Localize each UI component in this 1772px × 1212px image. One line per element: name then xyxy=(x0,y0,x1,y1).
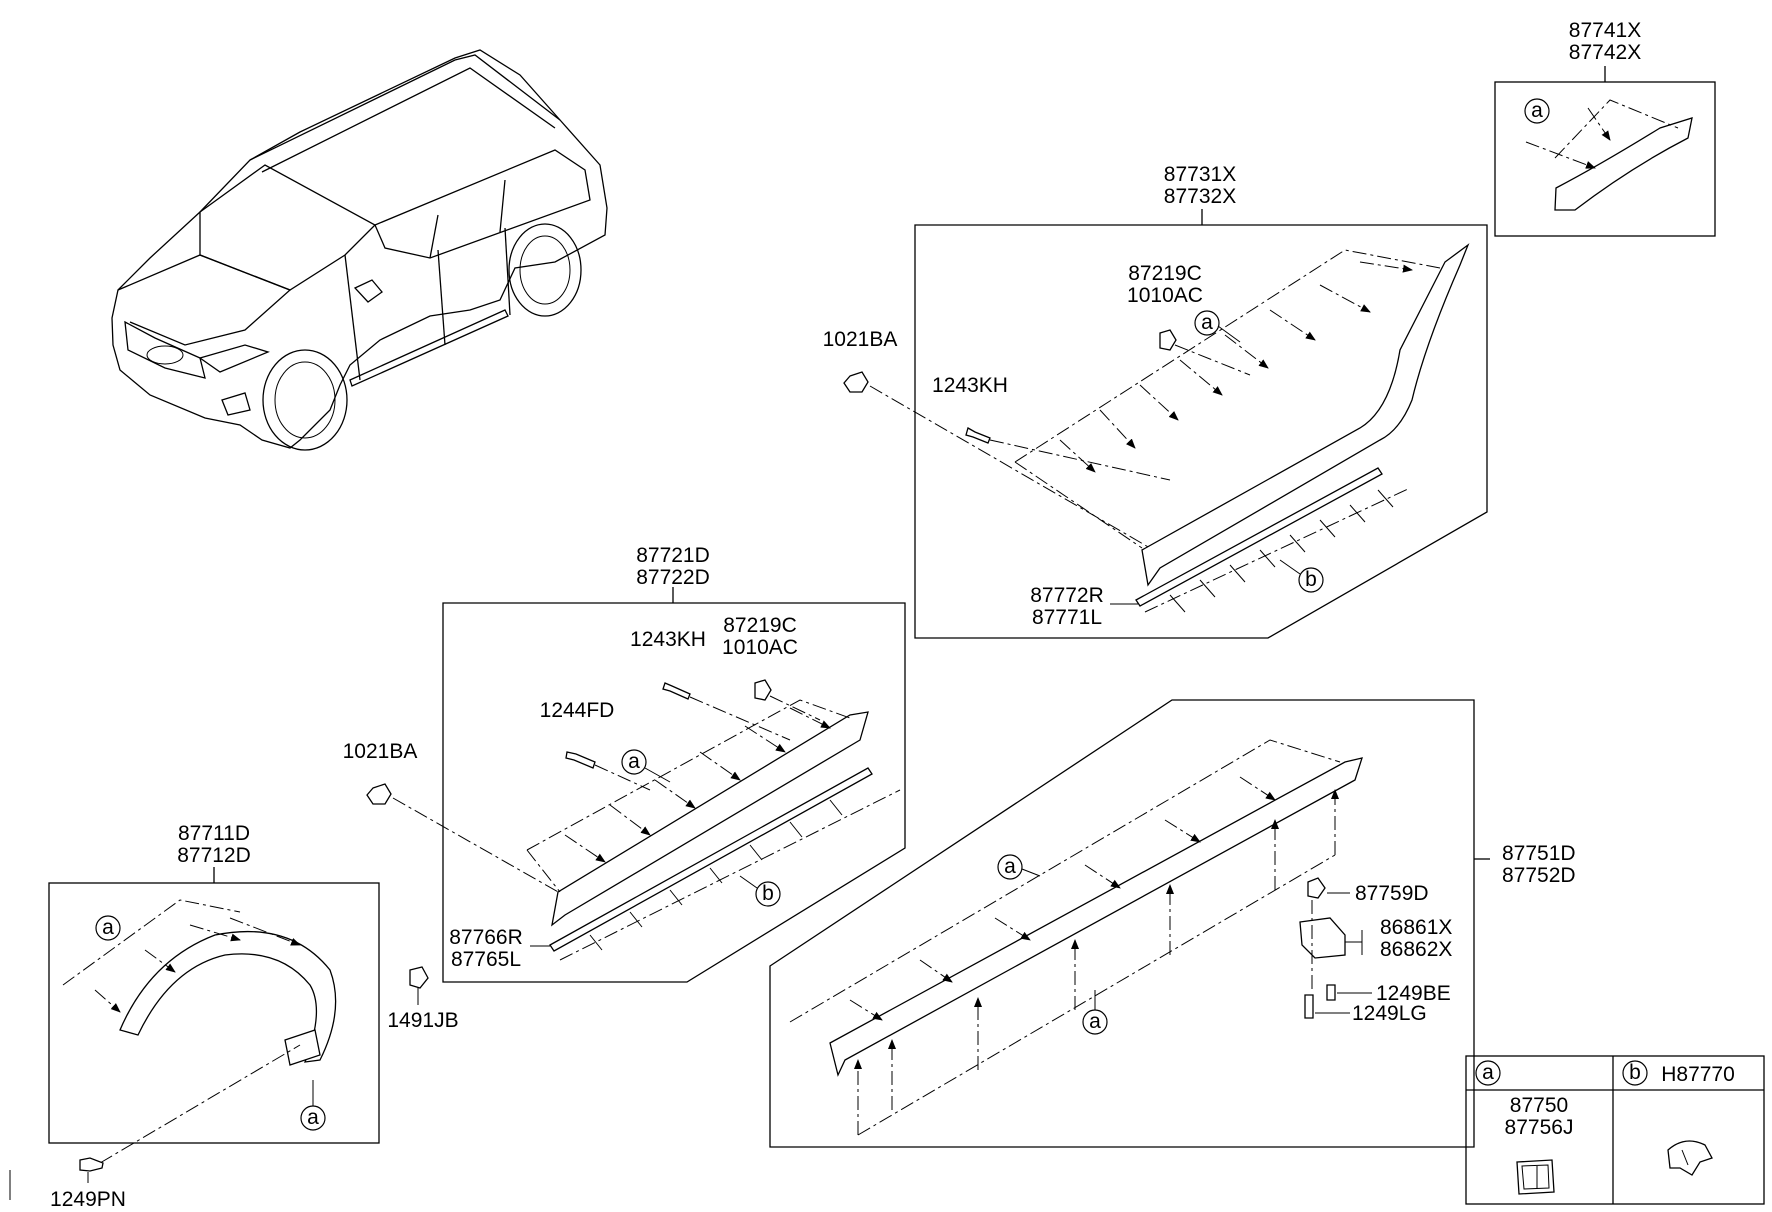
clip-rear-callout-2: 1010AC xyxy=(1127,284,1203,307)
sill-clip xyxy=(1307,877,1326,899)
side-sill-callout-1: 87751D xyxy=(1502,842,1576,865)
rear-rocker-box xyxy=(914,224,1488,639)
front-rocker-callout-2: 87722D xyxy=(636,566,710,589)
legend-b-part: H87770 xyxy=(1661,1063,1735,1086)
marker-a-rear-rocker xyxy=(1194,310,1220,336)
nut-front-callout: 1021BA xyxy=(343,740,418,763)
clip-rear-callout-1: 87219C xyxy=(1128,262,1202,285)
screw-flare xyxy=(79,1157,104,1172)
marker-a-front-flare-top xyxy=(95,915,121,941)
rear-rocker-group: 87731X 87732X xyxy=(823,163,1488,639)
side-sill-box xyxy=(769,699,1475,1148)
marker-a-sill-top xyxy=(997,854,1023,880)
marker-a-sill-top-text: a xyxy=(1004,855,1016,878)
marker-b-rear-rocker xyxy=(1298,567,1324,593)
rear-flare-callout-2: 87742X xyxy=(1569,41,1641,64)
side-sill-callout-2: 87752D xyxy=(1502,864,1576,887)
front-flare-callout-2: 87712D xyxy=(177,844,251,867)
bracket-callout-1: 86861X xyxy=(1380,916,1452,939)
screw-be xyxy=(1326,984,1336,1001)
side-sill-group: 87751D 87752D a a xyxy=(769,699,1576,1148)
front-rocker-molding xyxy=(551,711,869,927)
legend-marker-b xyxy=(1622,1060,1648,1086)
rear-rocker-callout-1: 87731X xyxy=(1164,163,1236,186)
legend-marker-b-text: b xyxy=(1629,1061,1641,1084)
bolt-front xyxy=(565,751,596,769)
rear-rocker-strip xyxy=(1135,467,1383,607)
strip-rear-callout-1: 87772R xyxy=(1030,584,1104,607)
side-sill-molding xyxy=(829,757,1363,1077)
rear-fender-flare xyxy=(1554,117,1693,211)
clip-flare-callout: 1491JB xyxy=(387,1009,458,1032)
screw-be-callout: 1249BE xyxy=(1376,982,1451,1005)
front-rocker-strip xyxy=(549,767,873,952)
clip-icon xyxy=(1667,1140,1713,1176)
bracket-callout-2: 86862X xyxy=(1380,938,1452,961)
marker-a-rear-flare-text: a xyxy=(1531,99,1543,122)
strip-front-callout-2: 87765L xyxy=(451,948,521,971)
marker-a-sill-bottom-text: a xyxy=(1089,1010,1101,1033)
screw-lg-callout: 1249LG xyxy=(1352,1002,1427,1025)
marker-a-front-flare-bottom-text: a xyxy=(307,1106,319,1129)
legend-table: a b H87770 87750 87756J xyxy=(1465,1055,1765,1205)
marker-a-front-rocker xyxy=(621,749,647,775)
clip-front-callout-2: 1010AC xyxy=(722,636,798,659)
strip-front-callout-1: 87766R xyxy=(449,926,523,949)
tape-pad-icon xyxy=(1516,1159,1555,1195)
marker-b-front-rocker xyxy=(755,881,781,907)
screw-rear xyxy=(965,427,991,444)
front-rocker-box xyxy=(442,602,906,983)
nut-front xyxy=(366,783,392,805)
legend-a-part-1: 87750 xyxy=(1510,1094,1568,1117)
marker-a-rear-flare xyxy=(1524,98,1550,124)
front-rocker-callout-1: 87721D xyxy=(636,544,710,567)
sill-bracket xyxy=(1299,917,1346,959)
front-flare-callout-1: 87711D xyxy=(178,822,250,845)
marker-b-rear-rocker-text: b xyxy=(1305,568,1317,591)
legend-marker-a-text: a xyxy=(1482,1061,1494,1084)
bolt-front-callout: 1244FD xyxy=(540,699,615,722)
nut-rear xyxy=(843,371,869,393)
legend-a-part-2: 87756J xyxy=(1505,1116,1574,1139)
rear-rocker-molding xyxy=(1141,243,1470,587)
rear-rocker-callout-2: 87732X xyxy=(1164,185,1236,208)
rear-flare-callout-1: 87741X xyxy=(1569,19,1641,42)
front-flare-group: 87711D 87712D a a 1491JB 1249PN xyxy=(48,822,459,1211)
screw-flare-callout: 1249PN xyxy=(50,1188,126,1211)
rear-flare-group: 87741X 87742X a xyxy=(1494,19,1716,237)
strip-rear-callout-2: 87771L xyxy=(1032,606,1102,629)
clip-front xyxy=(754,679,772,701)
nut-rear-callout: 1021BA xyxy=(823,328,898,351)
vehicle-illustration xyxy=(111,49,608,451)
clip-rear xyxy=(1159,329,1177,351)
clip-flare xyxy=(409,966,429,989)
marker-a-front-flare-top-text: a xyxy=(102,916,114,939)
sill-clip-callout: 87759D xyxy=(1355,882,1429,905)
screw-rear-callout: 1243KH xyxy=(932,374,1008,397)
clip-front-callout-1: 87219C xyxy=(723,614,797,637)
marker-a-front-rocker-text: a xyxy=(628,750,640,773)
screw-front xyxy=(662,682,691,700)
screw-front-callout: 1243KH xyxy=(630,628,706,651)
front-flare-tab xyxy=(284,1029,321,1066)
marker-a-rear-rocker-text: a xyxy=(1201,311,1213,334)
marker-b-front-rocker-text: b xyxy=(762,882,774,905)
screw-lg xyxy=(1304,994,1314,1019)
front-rocker-group: 87721D 87722D 1021BA xyxy=(343,544,906,983)
legend-marker-a xyxy=(1475,1060,1501,1086)
